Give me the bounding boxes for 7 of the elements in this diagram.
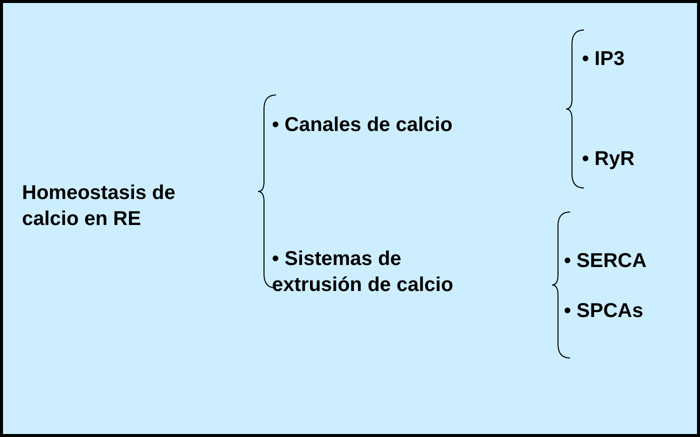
list-item-text: • SPCAs <box>564 299 644 324</box>
list-item-text: • SERCA <box>564 249 647 274</box>
list-item-text: • IP3 <box>582 47 625 72</box>
topic-text: Homeostasis de calcio en RE <box>22 181 176 232</box>
list-item-text: • Sistemas de extrusión de calcio <box>272 247 454 298</box>
list-item-text: • Canales de calcio <box>272 113 452 138</box>
list-item-text: • RyR <box>582 147 635 172</box>
